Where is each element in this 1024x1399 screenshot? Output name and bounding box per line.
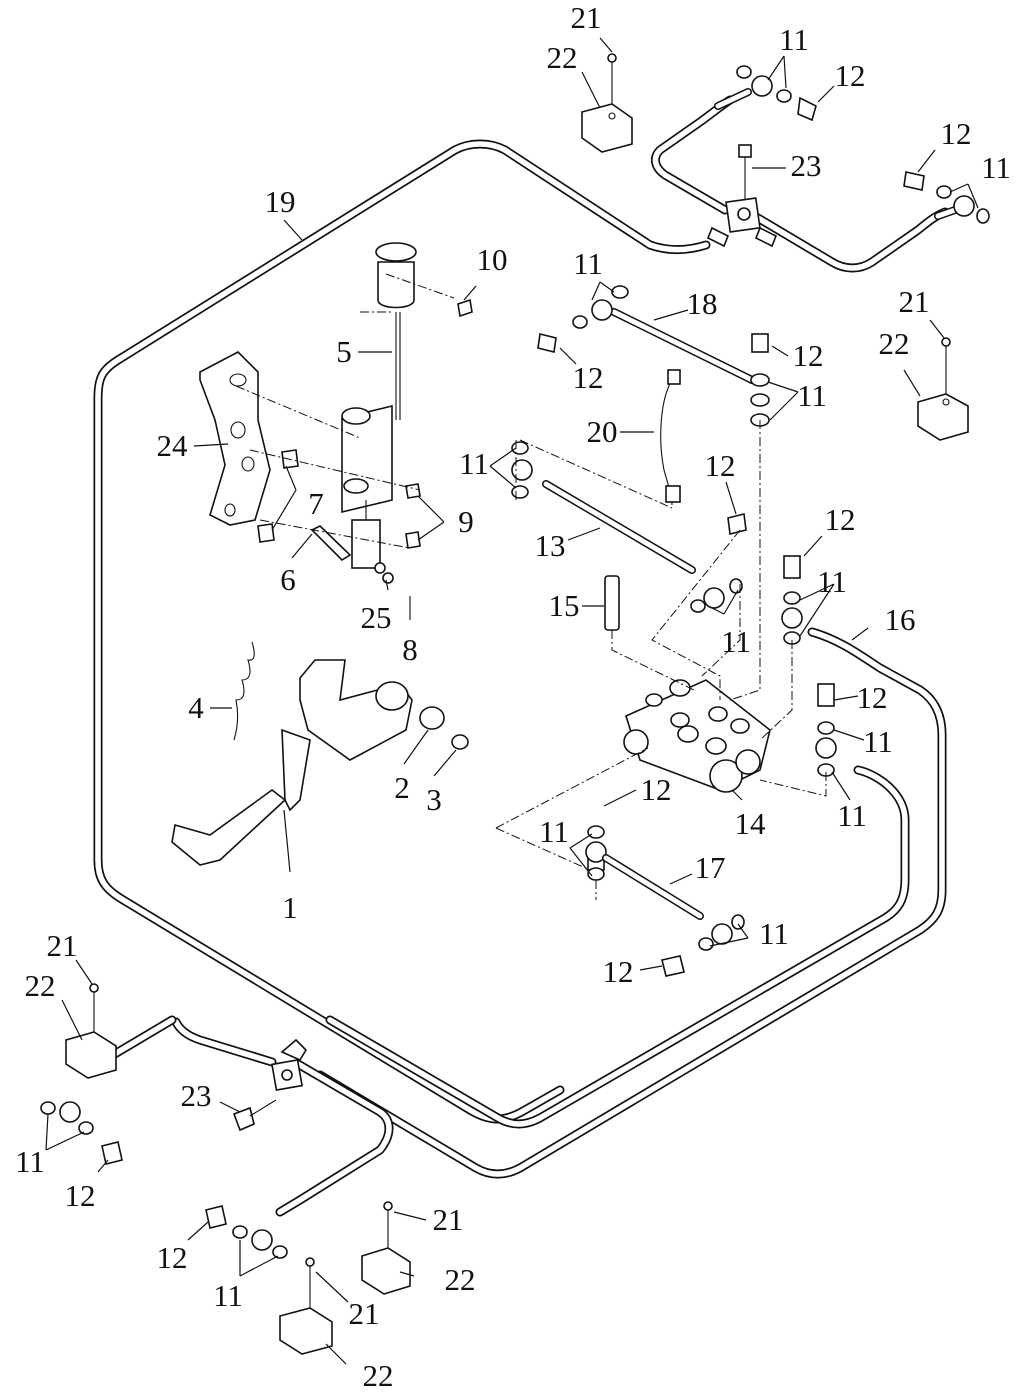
callout-22: 22	[879, 326, 910, 361]
callout-21: 21	[899, 284, 930, 319]
callout-12: 12	[857, 680, 888, 715]
callout-12: 12	[603, 954, 634, 989]
callout-11: 11	[779, 22, 809, 57]
callout-11: 11	[721, 624, 751, 659]
bracket-24	[199, 351, 299, 543]
callout-5: 5	[336, 334, 352, 369]
callout-12: 12	[705, 448, 736, 483]
callout-11: 11	[213, 1278, 243, 1313]
brake-pipe-18	[537, 285, 770, 427]
callout-22: 22	[25, 968, 56, 1003]
callout-21: 21	[349, 1296, 380, 1331]
top-tee-assembly	[650, 65, 990, 273]
clip-assembly-left	[65, 983, 117, 1079]
callout-12: 12	[65, 1178, 96, 1213]
callout-12: 12	[573, 360, 604, 395]
callout-21: 21	[571, 0, 602, 35]
callout-10: 10	[477, 242, 508, 277]
callout-19: 19	[265, 184, 296, 219]
callout-12: 12	[835, 58, 866, 93]
callout-12: 12	[941, 116, 972, 151]
distribution-block-14	[623, 679, 771, 793]
brake-pipe-17	[602, 854, 745, 977]
callout-11: 11	[15, 1144, 45, 1179]
callout-6: 6	[280, 562, 296, 597]
brake-pipe-inner	[325, 765, 910, 1129]
callout-3: 3	[426, 782, 442, 817]
callout-24: 24	[157, 428, 189, 463]
clip-assembly-right	[917, 337, 969, 441]
callout-18: 18	[687, 286, 718, 321]
callout-labels: 21 22 11 12 12 11 23 19 10 11 18 5 12 12…	[15, 0, 1011, 1393]
pedal-assembly	[171, 596, 469, 866]
callout-22: 22	[363, 1358, 394, 1393]
callout-1: 1	[282, 890, 298, 925]
callout-11: 11	[573, 246, 603, 281]
callout-11: 11	[539, 814, 569, 849]
callout-11: 11	[459, 446, 489, 481]
callout-22: 22	[547, 40, 578, 75]
callout-13: 13	[535, 528, 566, 563]
clip-assembly-top	[581, 53, 633, 153]
right-fittings	[585, 555, 837, 881]
leader-lines	[45, 37, 979, 1365]
callout-8: 8	[402, 632, 418, 667]
master-cylinder	[310, 242, 473, 584]
callout-12: 12	[793, 338, 824, 373]
callout-22: 22	[445, 1262, 476, 1297]
callout-21: 21	[433, 1202, 464, 1237]
brake-pipe-19	[93, 139, 711, 1124]
callout-11: 11	[863, 724, 893, 759]
callout-17: 17	[695, 850, 726, 885]
callout-11: 11	[817, 564, 847, 599]
callout-16: 16	[885, 602, 916, 637]
assembly-lines	[235, 273, 827, 900]
callout-2: 2	[394, 770, 410, 805]
callout-12: 12	[641, 772, 672, 807]
callout-11: 11	[981, 150, 1011, 185]
callout-11: 11	[837, 798, 867, 833]
callout-11: 11	[759, 916, 789, 951]
brake-switch-20	[660, 369, 681, 506]
callout-21: 21	[47, 928, 78, 963]
callout-20: 20	[587, 414, 618, 449]
callout-12: 12	[825, 502, 856, 537]
callout-4: 4	[188, 690, 204, 725]
callout-11: 11	[797, 378, 827, 413]
callout-23: 23	[791, 148, 822, 183]
callout-9: 9	[458, 504, 474, 539]
brake-pipe-16	[315, 627, 947, 1179]
callout-25: 25	[361, 600, 392, 635]
clip-assembly-bottom	[279, 1257, 333, 1355]
callout-14: 14	[735, 806, 767, 841]
clip-assembly-lower-right	[361, 1201, 411, 1295]
callout-12: 12	[157, 1240, 188, 1275]
callout-7: 7	[308, 486, 324, 521]
callout-23: 23	[181, 1078, 212, 1113]
callout-15: 15	[549, 588, 580, 623]
